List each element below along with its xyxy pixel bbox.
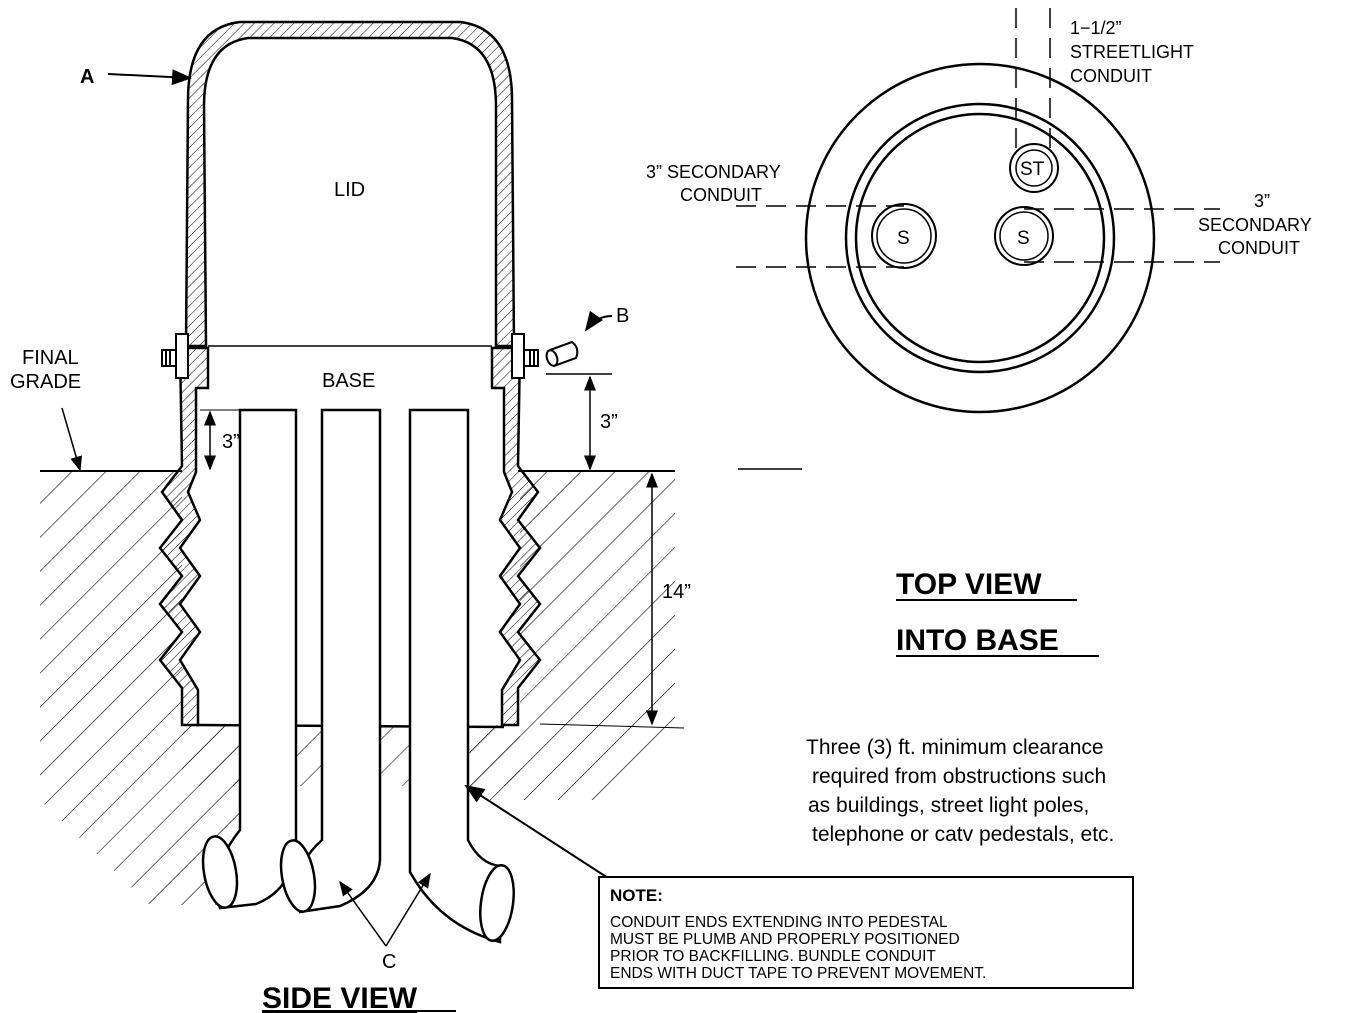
conduit-streetlight	[1009, 143, 1059, 193]
label-final-grade-1: FINAL	[22, 347, 79, 369]
label-base: BASE	[322, 370, 375, 392]
note-line: CONDUIT ENDS EXTENDING INTO PEDESTAL	[610, 914, 948, 931]
pedestal-inner-ring-1	[844, 102, 1116, 374]
clearance-line: as buildings, street light poles,	[808, 794, 1090, 817]
label-streetlight-1: 1−1/2”	[1070, 18, 1122, 38]
label-s-right: S	[1017, 228, 1030, 249]
label-left-secondary-2: CONDUIT	[680, 185, 762, 205]
note-box: NOTE: CONDUIT ENDS EXTENDING INTO PEDEST…	[598, 876, 1134, 989]
label-dim-14: 14”	[662, 581, 691, 603]
conduit-secondary-left	[871, 203, 937, 269]
label-right-secondary-3: CONDUIT	[1218, 238, 1300, 258]
label-streetlight-2: STREETLIGHT	[1070, 42, 1194, 62]
conduits	[201, 408, 515, 944]
top-view-title-1: TOP VIEW	[896, 568, 1042, 601]
clearance-line: Three (3) ft. minimum clearance	[806, 736, 1104, 759]
conduit-right	[408, 408, 502, 944]
label-s-left: S	[897, 228, 910, 249]
note-line: MUST BE PLUMB AND PROPERLY POSITIONED	[610, 931, 960, 948]
side-view-title: SIDE VIEW	[262, 982, 418, 1013]
label-dim-3-right: 3”	[600, 411, 618, 433]
label-a: A	[80, 66, 94, 88]
clearance-line: telephone or catv pedestals, etc.	[812, 823, 1115, 846]
base-wall-left	[158, 346, 210, 727]
pedestal-inner-ring-2	[854, 112, 1106, 364]
label-left-secondary-1: 3” SECONDARY	[646, 162, 781, 182]
side-view: A LID BASE B FINAL GRADE 3” 3” 14” C SID…	[10, 20, 691, 1013]
note-line: PRIOR TO BACKFILLING. BUNDLE CONDUIT	[610, 948, 936, 965]
label-streetlight-3: CONDUIT	[1070, 66, 1152, 86]
label-st: ST	[1020, 159, 1045, 180]
top-view-title-2: INTO BASE	[896, 624, 1059, 657]
label-right-secondary-1: 3”	[1254, 191, 1270, 211]
base-wall-right	[490, 346, 542, 727]
pedestal-outer-ring	[804, 62, 1156, 414]
label-lid: LID	[334, 179, 365, 201]
note-title: NOTE:	[610, 886, 663, 905]
label-dim-3-left: 3”	[222, 431, 240, 453]
note-line: ENDS WITH DUCT TAPE TO PREVENT MOVEMENT.	[610, 965, 987, 982]
label-final-grade-2: GRADE	[10, 371, 81, 393]
lid-latch-left	[161, 333, 189, 379]
lid-latch-right	[511, 333, 539, 379]
top-view: ST S S 1−1/2” STREETLIGHT CONDUIT 3” SEC…	[646, 8, 1312, 657]
label-right-secondary-2: SECONDARY	[1198, 215, 1312, 235]
label-b: B	[616, 305, 629, 327]
conduit-middle	[295, 408, 382, 914]
clearance-line: required from obstructions such	[812, 765, 1107, 788]
bolt-b	[545, 340, 579, 368]
clearance-requirement-text: Three (3) ft. minimum clearance required…	[800, 733, 1200, 849]
conduit-secondary-right	[994, 206, 1054, 266]
label-c: C	[382, 951, 396, 973]
